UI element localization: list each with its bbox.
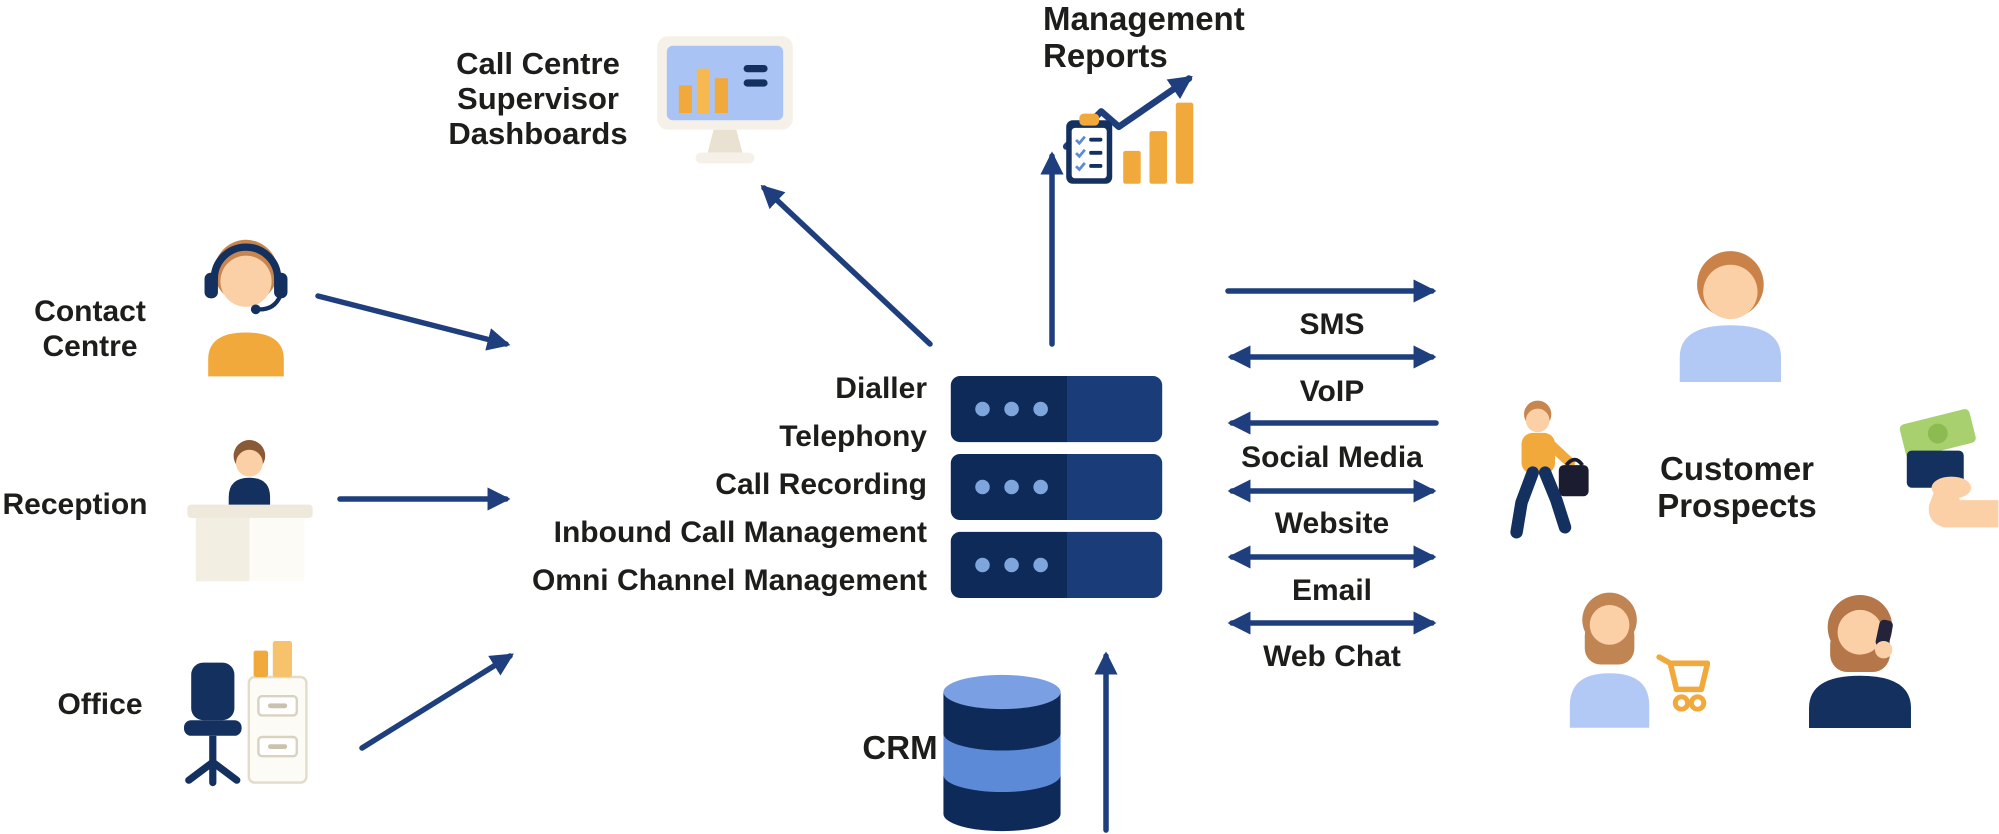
- server-feature-list: Dialler Telephony Call Recording Inbound…: [380, 365, 927, 605]
- channel-voip-label: VoIP: [1299, 375, 1365, 408]
- channel-web-chat-label: Web Chat: [1263, 640, 1401, 673]
- customer-prospects-label-line1: Customer: [1659, 450, 1815, 487]
- channel-email-label: Email: [1291, 574, 1373, 607]
- dashboards-label-line1: Call Centre: [456, 46, 620, 81]
- server-feature-telephony: Telephony: [779, 420, 927, 453]
- dashboard-monitor-icon: [650, 28, 800, 180]
- management-reports-label-line2: Reports: [1043, 37, 1168, 74]
- customer-prospects-label-line2: Prospects: [1657, 487, 1817, 524]
- management-reports-label: Management Reports: [1043, 0, 1323, 74]
- dashboards-label-line2: Supervisor: [457, 81, 619, 116]
- arrow-server-to-dashboards: [760, 184, 933, 347]
- reception-label: Reception: [0, 487, 150, 522]
- server-feature-dialler: Dialler: [835, 372, 927, 405]
- server-feature-omni-channel-management: Omni Channel Management: [531, 564, 927, 597]
- office-desk-icon: [172, 628, 322, 792]
- shopper-icon: [1488, 400, 1606, 544]
- arrow-contact-to-server: [315, 293, 511, 351]
- reception-label-line1: Reception: [2, 488, 148, 521]
- young-man-icon: [1660, 240, 1802, 382]
- woman-cart-icon: [1555, 585, 1710, 728]
- crm-label-text: CRM: [862, 729, 938, 766]
- management-reports-label-line1: Management: [1043, 0, 1245, 37]
- dashboards-label-line3: Dashboards: [448, 116, 628, 151]
- dashboards-label: Call Centre Supervisor Dashboards: [408, 46, 668, 151]
- server-stack-icon: [950, 376, 1163, 598]
- hand-money-icon: [1874, 406, 1999, 536]
- customer-prospects-label: Customer Prospects: [1627, 450, 1847, 524]
- channel-sms-label: SMS: [1299, 308, 1365, 341]
- contact-centre-label: Contact Centre: [20, 294, 160, 364]
- reports-chart-icon: [1060, 72, 1228, 198]
- channel-labels: SMS VoIP Social Media Website Email Web …: [1222, 0, 1442, 834]
- office-label-line1: Office: [57, 688, 143, 721]
- crm-label: CRM: [840, 729, 960, 767]
- channel-website-label: Website: [1274, 507, 1390, 540]
- arrow-office-to-server: [359, 653, 514, 751]
- database-icon: [941, 672, 1063, 834]
- woman-phone-icon: [1790, 585, 1930, 728]
- headset-agent-icon: [185, 226, 307, 378]
- office-label: Office: [25, 687, 175, 722]
- server-feature-call-recording: Call Recording: [715, 468, 927, 501]
- contact-centre-label-line1: Contact: [34, 295, 146, 328]
- contact-centre-label-line2: Centre: [42, 330, 138, 363]
- reception-desk-icon: [180, 428, 320, 586]
- server-feature-inbound-call-management: Inbound Call Management: [553, 516, 927, 549]
- channel-social-media-label: Social Media: [1241, 441, 1423, 474]
